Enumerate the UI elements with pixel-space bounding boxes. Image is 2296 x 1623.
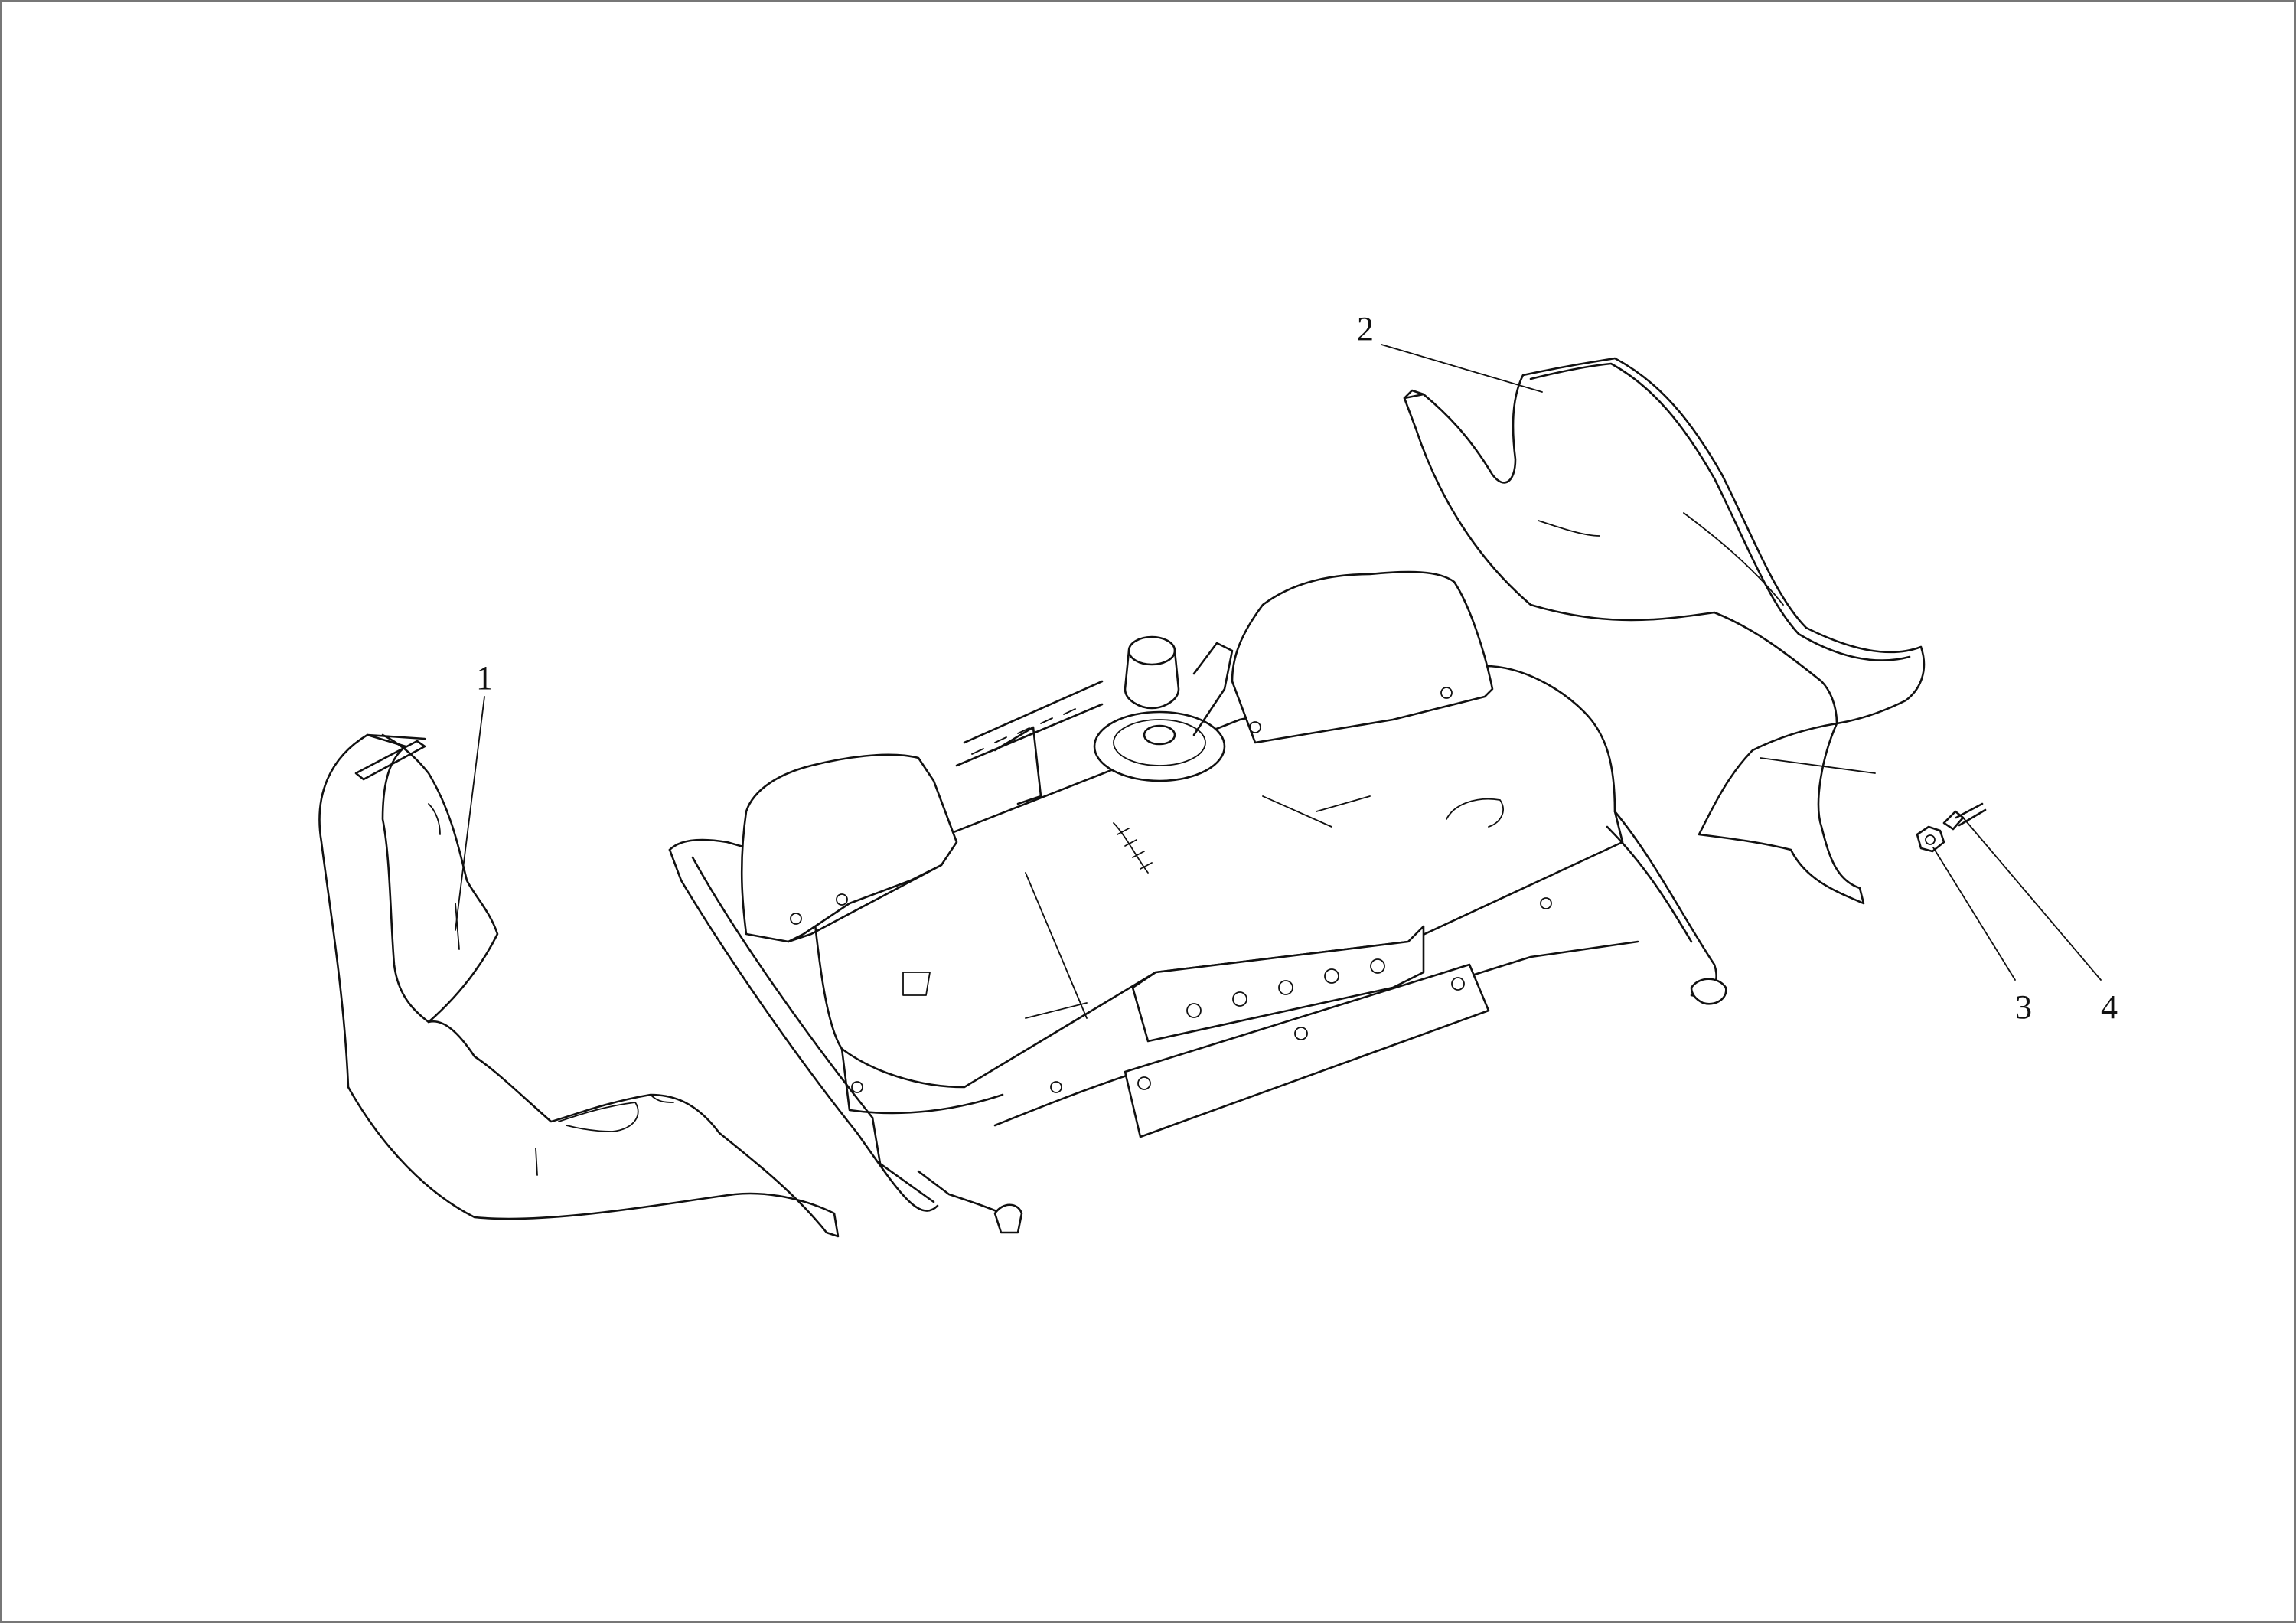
part-2-right-deflector [1403,357,1926,905]
leader-1 [455,696,485,931]
callout-2: 2 [1357,310,1374,348]
callout-3: 3 [2015,988,2032,1026]
part-1-left-deflector [318,733,840,1238]
part-3-nut [1916,825,1945,853]
leader-4 [1962,817,2102,981]
leader-2 [1381,344,1543,393]
part-4-bolt [1942,802,1987,831]
callout-1: 1 [476,659,493,697]
mower-deck-assembly [668,570,1727,1234]
leader-lines [455,344,2102,981]
leader-3 [1932,847,2016,981]
callout-4: 4 [2101,988,2118,1026]
